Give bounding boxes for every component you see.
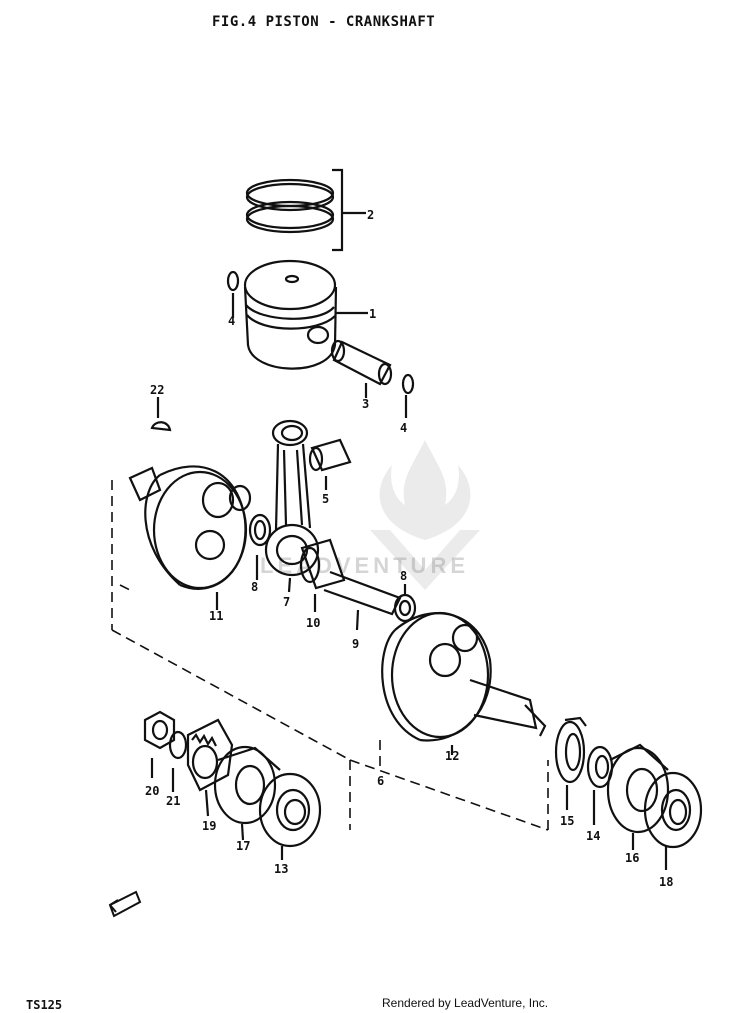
small-end-bearing [308,438,352,490]
callout-4-pin: 4 [400,421,407,435]
callout-8-right: 8 [400,569,407,583]
crank-half-right [381,611,547,755]
callout-3: 3 [362,397,369,411]
primary-drive-gear [186,718,234,817]
callout-14: 14 [586,829,600,843]
callout-15: 15 [560,814,574,828]
crank-half-left [128,465,252,610]
callout-5: 5 [322,492,329,506]
callout-17: 17 [236,839,250,853]
callout-4-top: 4 [228,314,235,328]
front-direction-arrow [108,890,142,918]
callout-19: 19 [202,819,216,833]
callout-6: 6 [377,774,384,788]
bearing-right-inner [606,743,670,850]
callout-21: 21 [166,794,180,808]
crankshaft-assembly-bracket [111,480,549,831]
callout-20: 20 [145,784,159,798]
big-end-bearing [299,538,346,612]
callout-11: 11 [209,609,223,623]
callout-1: 1 [369,307,376,321]
bearing-left-inner [213,745,281,841]
callout-10: 10 [306,616,320,630]
bearing-left-outer [258,772,322,860]
connecting-rod [264,419,320,593]
render-credit: Rendered by LeadVenture, Inc. [382,996,549,1010]
callout-7: 7 [283,595,290,609]
callout-13: 13 [274,862,288,876]
piston-pin [330,339,393,398]
piston-rings [245,168,366,252]
callout-9: 9 [352,637,359,651]
callout-22: 22 [150,383,164,397]
spacer-ring [554,716,587,810]
callout-16: 16 [625,851,639,865]
piston [243,259,368,370]
leadventure-watermark-logo [370,440,480,590]
callout-18: 18 [659,875,673,889]
callout-2: 2 [367,208,374,222]
callout-8-left: 8 [251,580,258,594]
crank-pin [323,570,402,631]
callout-12: 12 [445,749,459,763]
crank-nut [143,710,176,778]
figure-title: FIG.4 PISTON - CRANKSHAFT [212,14,436,30]
bearing-right-outer [643,771,703,870]
model-code: TS125 [26,998,63,1012]
